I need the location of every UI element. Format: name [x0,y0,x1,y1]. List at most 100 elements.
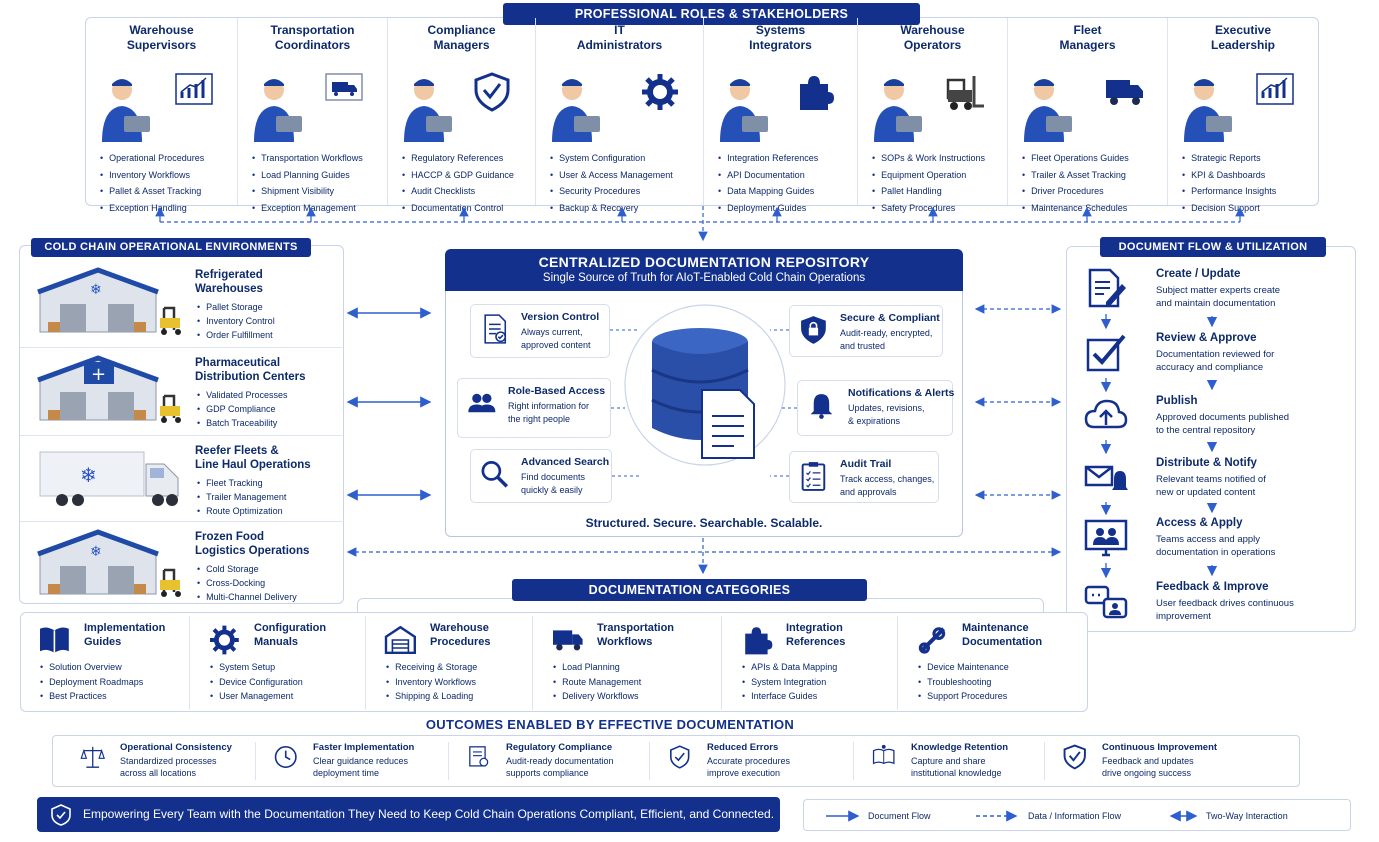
outcome-description: Feedback and updates drive ongoing succe… [1102,756,1194,778]
environment-items: Fleet TrackingTrailer ManagementRoute Op… [197,476,286,518]
feature-description: Right information for the right people [508,401,590,424]
environment-item-detail: Multi-Channel Delivery [197,590,297,604]
role-item: Fleet Operations Guides [1022,150,1129,167]
role-card: Systems IntegratorsIntegration Reference… [704,18,858,213]
category-items: APIs & Data MappingSystem IntegrationInt… [742,660,837,704]
category-items: Receiving & StorageInventory WorkflowsSh… [386,660,477,704]
outcome-title: Faster Implementation [313,742,415,753]
category-item: Route Management [553,675,641,690]
role-item: Operational Procedures [100,150,204,167]
legend-dashed-label: Data / Information Flow [1028,811,1122,821]
environment-item-detail: Fleet Tracking [197,476,286,490]
feature-description: Find documents quickly & easily [521,472,586,495]
search-icon [479,458,513,492]
forklift-icon [943,72,989,117]
truck-icon [1103,72,1149,117]
flow-step-title: Distribute & Notify [1156,457,1257,469]
svg-text:❄: ❄ [80,463,97,487]
environment-items: Validated ProcessesGDP ComplianceBatch T… [197,388,288,430]
environment-item-detail: Route Optimization [197,504,286,518]
environment-item: +Pharmaceutical Distribution CentersVali… [20,348,342,436]
truck-icon [551,624,587,654]
category-item: Troubleshooting [918,675,1009,690]
role-card: Compliance ManagersRegulatory References… [388,18,536,213]
pharma-building-icon: + [37,355,188,424]
feedback-icon [1084,581,1128,625]
warehouse-icon [384,624,420,654]
role-illustration [248,68,377,148]
role-items: SOPs & Work InstructionsEquipment Operat… [872,150,985,216]
chart-icon [1254,72,1300,117]
category-item: Inventory Workflows [386,675,477,690]
role-item: Strategic Reports [1182,150,1276,167]
category-name: Maintenance Documentation [962,622,1043,648]
role-item: Documentation Control [402,200,514,217]
outcome-title: Operational Consistency [120,742,232,753]
environment-items: Cold StorageCross-DockingMulti-Channel D… [197,562,297,604]
edit-document-icon [1084,268,1128,312]
role-name: IT Administrators [576,23,663,52]
feature-title: Secure & Compliant [840,312,940,324]
document-check-icon [479,313,513,347]
role-item: Maintenance Schedules [1022,200,1129,217]
category-item: System Setup [210,660,303,675]
category-item: Deployment Roadmaps [40,675,143,690]
environment-item-detail: Inventory Control [197,314,275,328]
outcome-divider [649,742,650,780]
clipboard-icon [798,460,832,494]
category-item: System Integration [742,675,837,690]
role-items: Regulatory ReferencesHACCP & GDP Guidanc… [402,150,514,216]
role-illustration [398,68,525,148]
category-card: Implementation GuidesSolution OverviewDe… [20,616,190,710]
outcome-divider [255,742,256,780]
cloud-upload-icon [1084,395,1128,439]
category-item: Best Practices [40,689,143,704]
svg-text:❄: ❄ [90,282,102,298]
category-item: Receiving & Storage [386,660,477,675]
environment-items: Pallet StorageInventory ControlOrder Ful… [197,300,275,342]
feature-description: Audit-ready, encrypted, and trusted [840,328,933,351]
environment-item-detail: GDP Compliance [197,402,288,416]
knowledge-icon [871,744,899,772]
feature-title: Audit Trail [840,458,892,470]
role-name: Transportation Coordinators [270,23,355,52]
shield-check-icon [471,72,517,117]
feature-title: Advanced Search [521,456,610,468]
flow-step-description: Approved documents published to the cent… [1156,412,1290,436]
role-card: IT AdministratorsSystem ConfigurationUse… [536,18,704,213]
role-illustration [546,68,693,148]
role-items: Operational ProceduresInventory Workflow… [100,150,204,216]
environment-item: ❄Frozen Food Logistics OperationsCold St… [20,522,342,602]
svg-text:❄: ❄ [90,544,102,560]
feature-description: Updates, revisions, & expirations [848,403,925,426]
role-item: API Documentation [718,167,818,184]
role-item: HACCP & GDP Guidance [402,167,514,184]
legend-panel [803,799,1351,831]
outcome-description: Audit-ready documentation supports compl… [506,756,614,778]
puzzle-icon [793,72,839,117]
role-item: Integration References [718,150,818,167]
svg-text:+: + [91,364,106,385]
role-name: Systems Integrators [749,23,812,52]
role-item: Regulatory References [402,150,514,167]
role-card: Warehouse OperatorsSOPs & Work Instructi… [858,18,1008,213]
outcome-description: Standardized processes across all locati… [120,756,217,778]
lock-shield-icon [798,314,832,348]
role-item: Data Mapping Guides [718,183,818,200]
flow-step-title: Access & Apply [1156,517,1243,529]
category-card: Integration ReferencesAPIs & Data Mappin… [722,616,898,710]
role-item: Deployment Guides [718,200,818,217]
scale-icon [80,744,108,772]
flow-step-description: Teams access and apply documentation in … [1156,534,1276,558]
category-card: Maintenance DocumentationDevice Maintena… [898,616,1088,710]
